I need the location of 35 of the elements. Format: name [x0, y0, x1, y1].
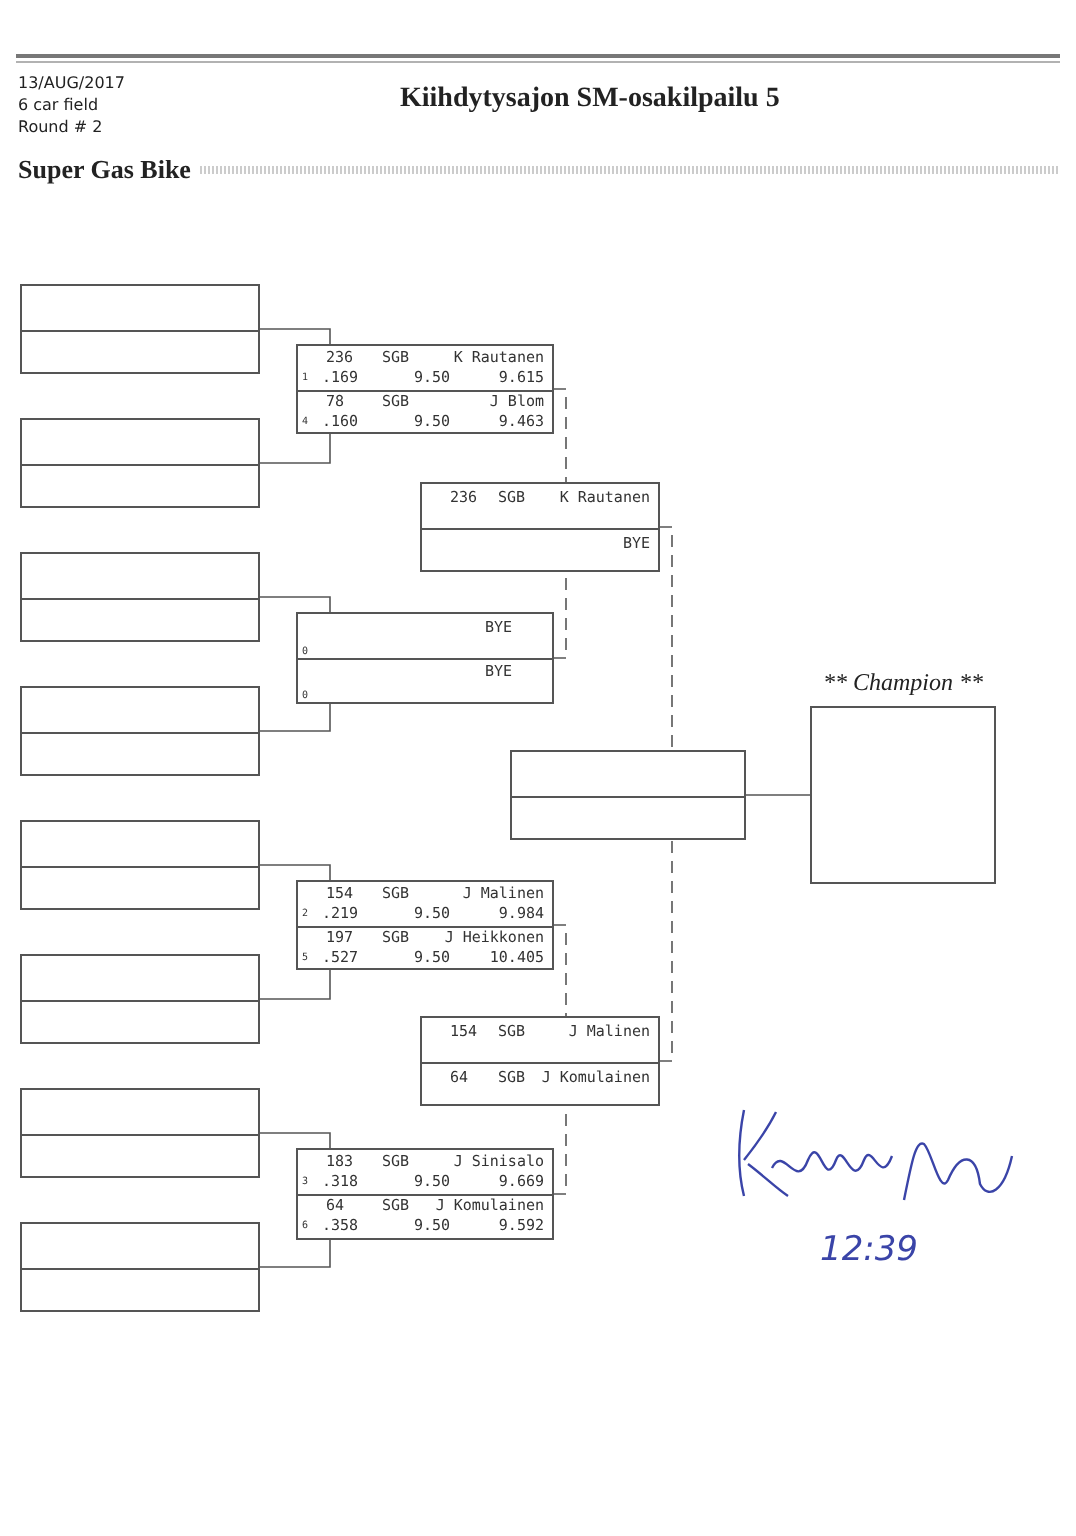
class-heading: Super Gas Bike: [18, 154, 191, 186]
entry-box: [20, 686, 260, 776]
bracket-line: [553, 924, 567, 1017]
match-box: [296, 612, 554, 704]
match-box: [296, 1148, 554, 1240]
entry-box: [20, 954, 260, 1044]
bracket-line: [259, 596, 331, 613]
entry-box: [20, 552, 260, 642]
bracket-line: [745, 794, 811, 796]
bracket-line: [259, 433, 331, 464]
match-box: [420, 482, 660, 572]
bracket-line: [259, 969, 331, 1000]
page-title: Kiihdytysajon SM-osakilpailu 5: [400, 84, 780, 116]
bracket-line: [659, 839, 673, 1062]
round-text: Round # 2: [18, 118, 103, 136]
champion-heading: ** Champion **: [820, 668, 985, 698]
match-box: [296, 344, 554, 434]
bracket-line: [659, 526, 673, 751]
match-box: [420, 1016, 660, 1106]
bracket-line: [259, 328, 331, 345]
final-box: [510, 750, 746, 840]
bracket-line: [259, 1132, 331, 1149]
bracket-line: [259, 864, 331, 881]
handwritten-time: 12:39: [820, 1230, 918, 1270]
date-text: 13/AUG/2017: [18, 74, 125, 92]
entry-box: [20, 1088, 260, 1178]
entry-box: [20, 284, 260, 374]
entry-box: [20, 1222, 260, 1312]
match-box: [296, 880, 554, 970]
bracket-line: [259, 703, 331, 732]
entry-box: [20, 820, 260, 910]
bracket-line: [259, 1239, 331, 1268]
entry-box: [20, 418, 260, 508]
field-size-text: 6 car field: [18, 96, 99, 114]
bracket-line: [553, 388, 567, 483]
